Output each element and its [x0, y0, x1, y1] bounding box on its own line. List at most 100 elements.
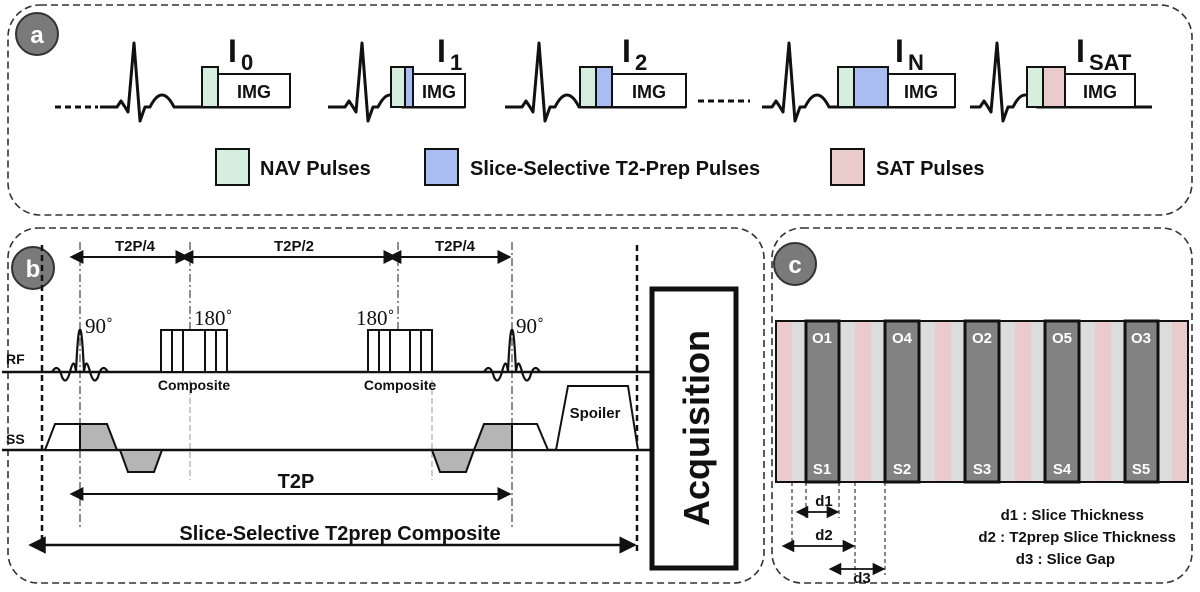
- t2prep-margin: [1079, 321, 1095, 482]
- slice-order-label: O1: [812, 330, 832, 347]
- slice-order-label: O2: [972, 330, 992, 347]
- image-label-sub: 1: [450, 50, 462, 75]
- slice-select-gradient: [79, 423, 119, 451]
- img-block-label: IMG: [422, 82, 456, 102]
- spoiler-gradient: [554, 385, 640, 451]
- acquisition-label: Acquisition: [676, 330, 717, 526]
- slice-label: S3: [973, 461, 991, 478]
- panel-b: b T2P/4 T2P/2 T2P/4 RF 90˚ 90˚: [2, 227, 765, 584]
- composite-title: Slice-Selective T2prep Composite: [179, 523, 500, 545]
- interval-label: T2P/4: [115, 238, 156, 255]
- image-label-base: I: [622, 33, 631, 69]
- t2prep-pulse: [404, 66, 414, 108]
- t2p-label: T2P: [278, 471, 315, 493]
- slice-select-gradient: [472, 423, 513, 451]
- t2prep-pulse: [853, 66, 889, 108]
- panel-b-badge-label: b: [26, 256, 41, 283]
- t2prep-margin: [951, 321, 965, 482]
- d2-label: d2: [815, 527, 833, 544]
- rephaser-gradient: [118, 449, 164, 473]
- acquisition-box: [649, 286, 739, 571]
- img-block-label: IMG: [237, 82, 271, 102]
- panel-c: c: [771, 227, 1193, 587]
- rf-sinc-pulse: [51, 328, 109, 382]
- t2prep-margin: [919, 321, 935, 482]
- sat-band: [855, 321, 871, 482]
- panel-b-frame: [7, 227, 765, 584]
- img-block-label: IMG: [632, 82, 666, 102]
- sat-pulse: [1042, 66, 1066, 108]
- t2prep-margin: [1158, 321, 1172, 482]
- img-block: [412, 73, 466, 108]
- spoiler-label: Spoiler: [570, 405, 621, 422]
- nav-pulse: [579, 66, 597, 108]
- legend: NAV Pulses Slice-Selective T2-Prep Pulse…: [215, 148, 985, 186]
- panel-c-frame: [771, 227, 1193, 584]
- slice-select-gradient: [511, 423, 550, 451]
- t2prep-margin: [1111, 321, 1125, 482]
- prephaser-gradient: [430, 449, 476, 473]
- image-label-sub: SAT: [1089, 50, 1132, 75]
- image-label-sub: 0: [241, 50, 253, 75]
- nav-pulse: [1026, 66, 1044, 108]
- panel-a-badge-label: a: [30, 22, 44, 49]
- definition-d3: d3 : Slice Gap: [1016, 551, 1115, 568]
- image-label-sub: N: [908, 50, 924, 75]
- t2prep-margin: [839, 321, 855, 482]
- definition-d2: d2 : T2prep Slice Thickness: [978, 529, 1176, 546]
- img-block: [611, 73, 687, 108]
- t2prep-margin: [792, 321, 806, 482]
- img-block-label: IMG: [1083, 82, 1117, 102]
- flip-angle-label: 180˚: [194, 306, 233, 330]
- img-block-label: IMG: [904, 82, 938, 102]
- slice-diagram: O1 O4 O2 O5 O3 S1 S2 S3 S4 S5: [775, 319, 1189, 484]
- panel-a-badge: a: [15, 12, 59, 56]
- nav-pulse: [837, 66, 855, 108]
- flip-angle-label: 90˚: [85, 314, 113, 338]
- legend-label-nav: NAV Pulses: [260, 158, 371, 180]
- slice-label: S1: [813, 461, 831, 478]
- acq-block-0: IMG I 0: [201, 33, 291, 108]
- legend-label-t2prep: Slice-Selective T2-Prep Pulses: [470, 158, 760, 180]
- composite-label: Composite: [364, 377, 437, 393]
- composite-block: [367, 329, 433, 373]
- panel-a-frame: [7, 4, 1193, 216]
- sat-band: [1095, 321, 1111, 482]
- t2prep-margin: [1031, 321, 1045, 482]
- row-label-ss: SS: [6, 431, 25, 447]
- legend-swatch-sat: [830, 148, 865, 186]
- legend-swatch-nav: [215, 148, 250, 186]
- panel-a-badge-circle: [15, 12, 59, 56]
- composite-pulse: 180˚ Composite: [356, 306, 436, 393]
- sat-band: [1172, 321, 1188, 482]
- t2prep-margin: [871, 321, 885, 482]
- image-label-base: I: [228, 33, 237, 69]
- slice-label: S2: [893, 461, 911, 478]
- img-block: [217, 73, 291, 108]
- acq-block-1: IMG I 1: [390, 33, 466, 108]
- image-label-sub: 2: [635, 50, 647, 75]
- slice-label: S4: [1053, 461, 1072, 478]
- panel-c-badge-label: c: [788, 252, 801, 279]
- ecg-trace: [100, 41, 1152, 123]
- image-label-base: I: [1076, 33, 1085, 69]
- image-label-base: I: [895, 33, 904, 69]
- sat-band: [935, 321, 951, 482]
- rf-sinc-pulse: [483, 328, 541, 382]
- nav-pulse: [390, 66, 406, 108]
- slice-region-border: [775, 320, 1189, 483]
- acq-block-sat: IMG I SAT: [1026, 33, 1136, 108]
- sat-band: [1015, 321, 1031, 482]
- acq-block-2: IMG I 2: [579, 33, 687, 108]
- flip-angle-label: 90˚: [516, 314, 544, 338]
- legend-label-sat: SAT Pulses: [876, 158, 985, 180]
- definition-d1: d1 : Slice Thickness: [1001, 507, 1144, 524]
- slice-order-label: O4: [892, 330, 913, 347]
- panel-c-badge-circle: [773, 242, 817, 286]
- d3-label: d3: [853, 570, 871, 587]
- interval-label: T2P/4: [435, 238, 476, 255]
- img-block: [887, 73, 956, 108]
- composite-block: [160, 329, 228, 373]
